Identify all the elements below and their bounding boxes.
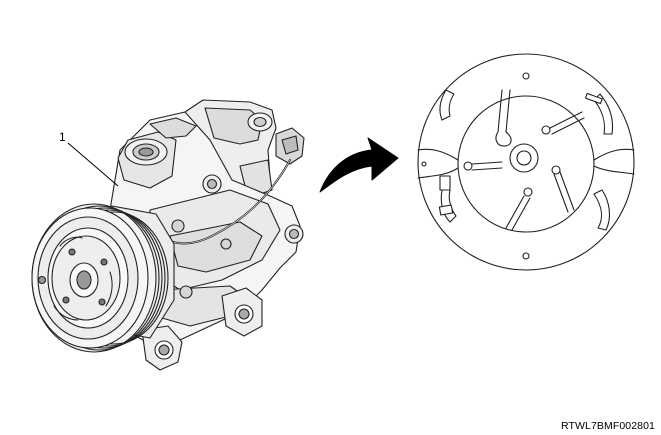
view-arrow (319, 137, 399, 193)
magnetic-clutch-pulley (31, 203, 169, 353)
clutch-plate-detail (417, 53, 635, 271)
hub-outer (509, 143, 539, 173)
callout-leader-1 (67, 142, 119, 187)
hub-inner (516, 150, 532, 166)
damper-spokes (463, 89, 585, 231)
callout-label-1: 1 (59, 130, 66, 144)
rim-slot-left-top (439, 89, 455, 121)
rim-slot-right-bottom (593, 189, 611, 231)
rim-hole-top (522, 72, 530, 80)
rim-slot-right-top (593, 93, 614, 135)
compressor-drawing (31, 99, 305, 371)
rim-hole-bottom (522, 252, 530, 260)
rim-hole-left (421, 161, 427, 167)
pressure-plate (457, 95, 595, 233)
figure-code: RTWL7BMF002801 (561, 420, 655, 432)
